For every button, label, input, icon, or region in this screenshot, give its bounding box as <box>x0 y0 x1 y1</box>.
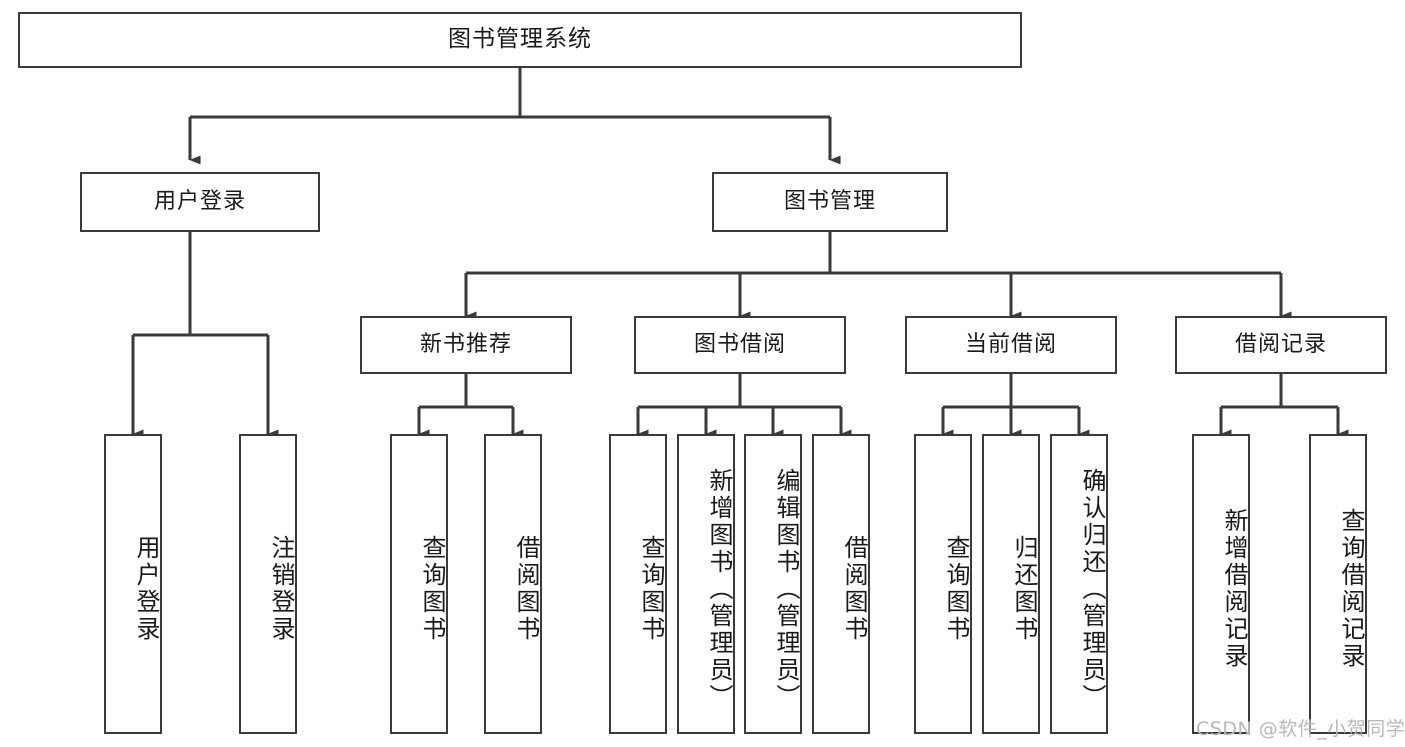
node-label: 用户登录 <box>153 188 246 214</box>
node-label: 图书管理 <box>783 188 876 214</box>
leaf-current-confirm-return[interactable]: 确认归还（管理员） <box>1050 434 1108 734</box>
leaf-current-return-book[interactable]: 归还图书 <box>982 434 1040 734</box>
leaf-user-login-login[interactable]: 用户登录 <box>104 434 162 734</box>
node-label: 注销登录 <box>267 535 295 643</box>
leaf-borrow-edit-book[interactable]: 编辑图书（管理员） <box>744 434 802 734</box>
node-label: 当前借阅 <box>964 331 1057 357</box>
node-label: 编辑图书（管理员） <box>772 467 800 711</box>
leaf-record-add-record[interactable]: 新增借阅记录 <box>1192 434 1250 734</box>
leaf-recommend-borrow-book[interactable]: 借阅图书 <box>484 434 542 734</box>
node-label: 归还图书 <box>1010 535 1038 643</box>
leaf-record-query-record[interactable]: 查询借阅记录 <box>1309 434 1367 734</box>
node-borrow-record[interactable]: 借阅记录 <box>1175 316 1387 374</box>
leaf-current-query-book[interactable]: 查询图书 <box>914 434 972 734</box>
node-label: 图书管理系统 <box>448 26 592 53</box>
node-book-management[interactable]: 图书管理 <box>712 172 948 232</box>
node-label: 新书推荐 <box>419 331 512 357</box>
node-label: 借阅图书 <box>512 535 540 643</box>
node-label: 查询图书 <box>418 535 446 643</box>
leaf-borrow-add-book[interactable]: 新增图书（管理员） <box>677 434 735 734</box>
node-current-borrow[interactable]: 当前借阅 <box>905 316 1117 374</box>
node-label: 确认归还（管理员） <box>1078 467 1106 711</box>
csdn-watermark: CSDN @软件_小贺同学 <box>1196 714 1405 741</box>
leaf-user-login-logout[interactable]: 注销登录 <box>239 434 297 734</box>
node-new-book-recommend[interactable]: 新书推荐 <box>360 316 572 374</box>
node-book-borrow[interactable]: 图书借阅 <box>634 316 846 374</box>
node-label: 新增借阅记录 <box>1220 508 1248 670</box>
watermark-text: CSDN @软件_小贺同学 <box>1196 718 1405 740</box>
node-label: 用户登录 <box>132 535 160 643</box>
node-label: 借阅图书 <box>840 535 868 643</box>
node-label: 新增图书（管理员） <box>705 467 733 711</box>
node-label: 图书借阅 <box>693 331 786 357</box>
leaf-borrow-query-book[interactable]: 查询图书 <box>609 434 667 734</box>
node-label: 查询借阅记录 <box>1337 508 1365 670</box>
node-label: 查询图书 <box>637 535 665 643</box>
leaf-recommend-query-book[interactable]: 查询图书 <box>390 434 448 734</box>
node-user-login[interactable]: 用户登录 <box>80 172 320 232</box>
node-label: 查询图书 <box>942 535 970 643</box>
node-label: 借阅记录 <box>1234 331 1327 357</box>
leaf-borrow-borrow-book[interactable]: 借阅图书 <box>812 434 870 734</box>
node-root-system[interactable]: 图书管理系统 <box>18 12 1022 68</box>
